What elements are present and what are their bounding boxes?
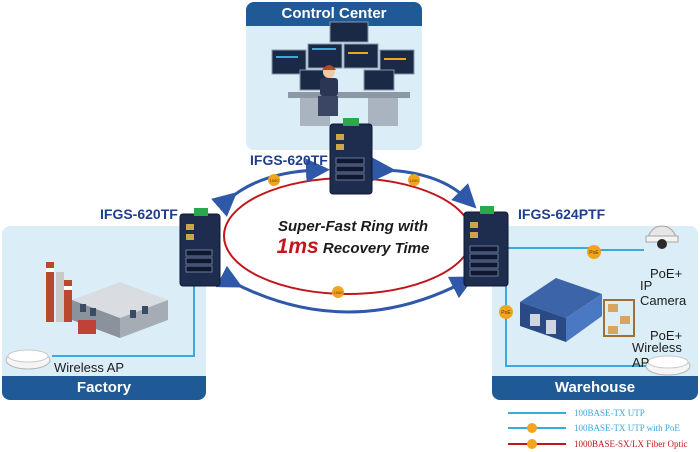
legend-utp: 100BASE-TX UTP — [574, 408, 645, 418]
device-label-left: IFGS-620TF — [100, 206, 178, 222]
poe-ap-label-line2: Wireless AP — [632, 340, 682, 370]
ring-caption-highlight: 1ms — [276, 235, 319, 258]
poe-badge-ap: PoE — [499, 305, 513, 319]
factory-panel: Factory — [2, 226, 206, 400]
svg-text:1000: 1000 — [334, 290, 344, 295]
device-label-right: IFGS-624PTF — [518, 206, 606, 222]
poe-ap-label-line1: PoE+ — [650, 328, 683, 343]
factory-title: Factory — [2, 376, 206, 400]
control-center-illustration — [271, 21, 415, 126]
warehouse-illustration — [520, 278, 635, 342]
fiber-badge-top-right: 1000 — [408, 174, 420, 186]
poe-camera-label-line2: IP Camera — [640, 278, 687, 308]
poe-badge-camera: PoE — [587, 245, 601, 259]
switch-right — [463, 206, 509, 287]
fiber-badge-bottom: 1000 — [332, 286, 344, 298]
device-label-top: IFGS-620TF — [250, 152, 328, 168]
factory-illustration — [46, 262, 168, 338]
ring-arrows — [211, 157, 477, 314]
poe-camera-label-line1: PoE+ — [650, 266, 683, 281]
control-center-title: Control Center — [246, 2, 422, 26]
svg-text:PoE: PoE — [589, 250, 599, 256]
ring-caption-line2: 1ms Recovery Time — [258, 235, 448, 259]
fiber-badge-top-left: 1000 — [268, 174, 280, 186]
svg-text:1000: 1000 — [270, 178, 280, 183]
svg-text:PoE: PoE — [501, 310, 511, 316]
svg-text:1000: 1000 — [410, 178, 420, 183]
switch-top — [329, 118, 373, 195]
switch-left — [179, 208, 221, 287]
ring-caption: Super-Fast Ring with 1ms Recovery Time — [258, 218, 448, 259]
legend-utp-poe: 100BASE-TX UTP with PoE — [574, 423, 680, 433]
ip-camera-device — [645, 225, 679, 249]
wireless-ap-left-label: Wireless AP — [54, 360, 125, 375]
legend-lines — [508, 412, 566, 449]
ring-caption-line1: Super-Fast Ring with — [278, 218, 428, 235]
warehouse-title: Warehouse — [492, 376, 698, 400]
wireless-ap-left-device — [5, 349, 51, 370]
legend-fiber: 1000BASE-SX/LX Fiber Optic — [574, 439, 688, 449]
ring-caption-rest: Recovery Time — [322, 240, 430, 257]
